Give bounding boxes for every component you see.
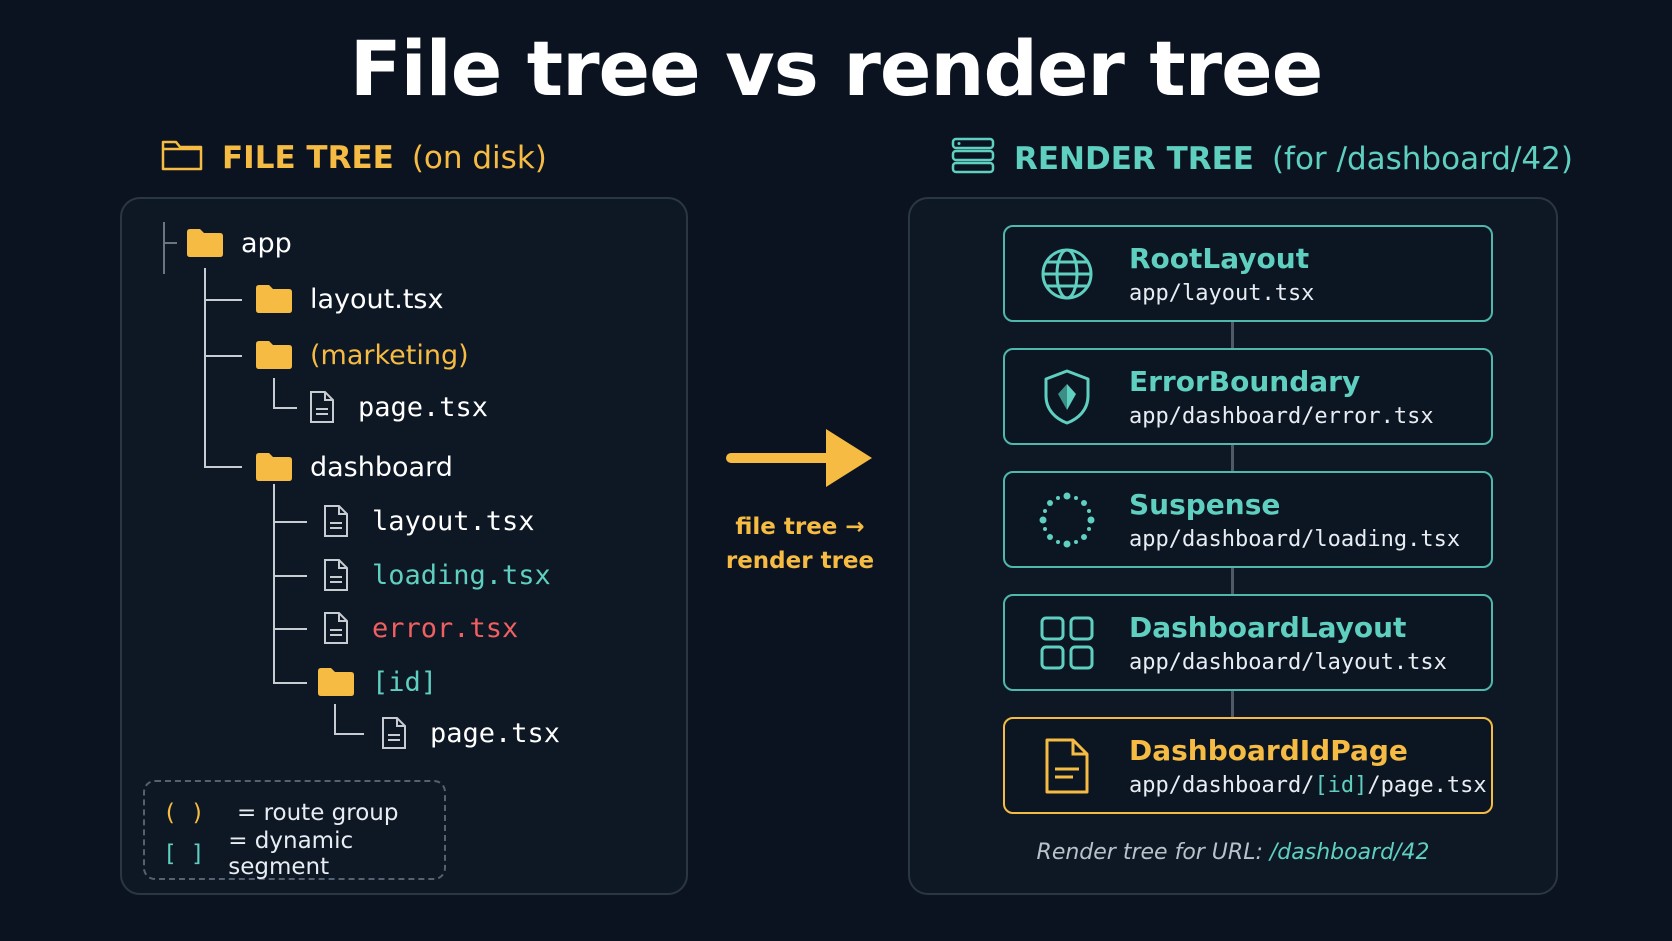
render-node-name: DashboardIdPage: [1129, 733, 1408, 767]
tree-node-app: app: [185, 226, 292, 260]
tree-line: [204, 355, 242, 357]
file-icon: [316, 611, 356, 645]
tree-node-marketing: (marketing): [254, 338, 469, 372]
shield-icon: [1005, 368, 1129, 426]
footer-prefix: Render tree for URL:: [1036, 840, 1263, 865]
render-node-name: ErrorBoundary: [1129, 364, 1361, 398]
tree-line: [204, 299, 242, 301]
file-icon: [316, 558, 356, 592]
render-node-path: app/dashboard/error.tsx: [1129, 403, 1434, 429]
tree-line: [273, 682, 307, 684]
path-prefix: app/dashboard/: [1129, 772, 1315, 798]
render-node-root-layout: RootLayout app/layout.tsx: [1003, 225, 1493, 322]
arrow-caption-line: render tree: [725, 548, 875, 574]
stack-icon: [950, 136, 996, 182]
tree-node-root-layout: layout.tsx: [254, 282, 443, 316]
tree-node-label: [id]: [372, 666, 438, 698]
render-connector: [1231, 322, 1234, 348]
tree-node-label: app: [241, 227, 292, 259]
tree-line: [163, 222, 165, 274]
render-tree-footer: Render tree for URL: /dashboard/42: [908, 840, 1558, 865]
legend-symbol: ( ): [163, 799, 205, 826]
tree-line: [273, 407, 297, 409]
tree-node-loading: loading.tsx: [316, 558, 551, 592]
render-node-path: app/dashboard/loading.tsx: [1129, 526, 1461, 552]
render-node-dashboard-layout: DashboardLayout app/dashboard/layout.tsx: [1003, 594, 1493, 691]
render-node-name: Suspense: [1129, 487, 1281, 521]
render-connector: [1231, 691, 1234, 717]
path-suffix: /page.tsx: [1367, 772, 1487, 798]
legend-box: ( ) = route group [ ] = dynamic segment: [143, 780, 446, 880]
file-tree-heading-text: FILE TREE: [222, 140, 394, 176]
tree-node-error: error.tsx: [316, 611, 518, 645]
render-tree-heading-text: RENDER TREE: [1014, 141, 1254, 177]
legend-symbol: [ ]: [163, 840, 205, 867]
tree-line: [273, 484, 275, 683]
file-tree-panel: [120, 197, 688, 895]
folder-icon: [254, 450, 294, 484]
tree-node-label: dashboard: [310, 451, 453, 483]
render-node-name: RootLayout: [1129, 241, 1310, 275]
path-dynamic-segment: [id]: [1314, 772, 1368, 798]
file-tree-heading-sub: (on disk): [411, 140, 547, 176]
grid-icon: [1005, 615, 1129, 671]
tree-node-id-page: page.tsx: [374, 716, 560, 750]
render-node-path: app/dashboard/[id]/page.tsx: [1129, 773, 1487, 798]
tree-node-label: error.tsx: [372, 612, 519, 644]
tree-node-label: layout.tsx: [372, 505, 535, 537]
render-node-error-boundary: ErrorBoundary app/dashboard/error.tsx: [1003, 348, 1493, 445]
tree-line: [334, 733, 364, 735]
tree-line: [334, 704, 336, 734]
tree-line: [204, 268, 206, 468]
document-icon: [1005, 737, 1129, 795]
spinner-icon: [1005, 491, 1129, 549]
arrow-caption-line: file tree →: [735, 514, 865, 540]
file-icon: [316, 504, 356, 538]
tree-node-label: layout.tsx: [310, 283, 444, 315]
legend-text: = route group: [237, 799, 399, 826]
file-icon: [374, 716, 414, 750]
render-node-suspense: Suspense app/dashboard/loading.tsx: [1003, 471, 1493, 568]
tree-line: [273, 575, 307, 577]
render-node-name: DashboardLayout: [1129, 610, 1407, 644]
tree-line: [273, 628, 307, 630]
tree-line: [204, 466, 242, 468]
folder-icon: [316, 665, 356, 699]
tree-node-marketing-page: page.tsx: [302, 390, 488, 424]
tree-node-dashboard: dashboard: [254, 450, 453, 484]
globe-icon: [1005, 246, 1129, 302]
file-icon: [302, 390, 342, 424]
folder-icon: [254, 282, 294, 316]
legend-row: [ ] = dynamic segment: [163, 828, 426, 880]
tree-node-label: page.tsx: [358, 391, 489, 423]
folder-outline-icon: [160, 136, 204, 180]
tree-node-label: loading.tsx: [372, 559, 551, 591]
right-arrow-icon: [726, 429, 872, 487]
footer-url: /dashboard/42: [1269, 840, 1430, 865]
render-node-path: app/layout.tsx: [1129, 280, 1315, 306]
page-title: File tree vs render tree: [349, 24, 1324, 113]
tree-line: [273, 521, 307, 523]
render-tree-heading: RENDER TREE (for /dashboard/42): [950, 136, 1573, 182]
tree-node-label: (marketing): [310, 339, 469, 371]
arrow-caption: file tree → render tree: [690, 510, 910, 578]
tree-line: [273, 378, 275, 408]
tree-node-dashboard-layout: layout.tsx: [316, 504, 535, 538]
legend-row: ( ) = route group: [163, 792, 426, 833]
render-node-dashboard-id-page: DashboardIdPage app/dashboard/[id]/page.…: [1003, 717, 1493, 814]
render-connector: [1231, 445, 1234, 471]
tree-node-id: [id]: [316, 665, 437, 699]
render-connector: [1231, 568, 1234, 594]
file-tree-heading: FILE TREE (on disk): [160, 136, 547, 180]
folder-icon: [185, 226, 225, 260]
render-tree-heading-sub: (for /dashboard/42): [1271, 141, 1573, 177]
folder-icon: [254, 338, 294, 372]
legend-text: = dynamic segment: [228, 827, 354, 880]
tree-line: [163, 242, 177, 244]
tree-node-label: page.tsx: [430, 717, 561, 749]
render-node-path: app/dashboard/layout.tsx: [1129, 649, 1447, 675]
